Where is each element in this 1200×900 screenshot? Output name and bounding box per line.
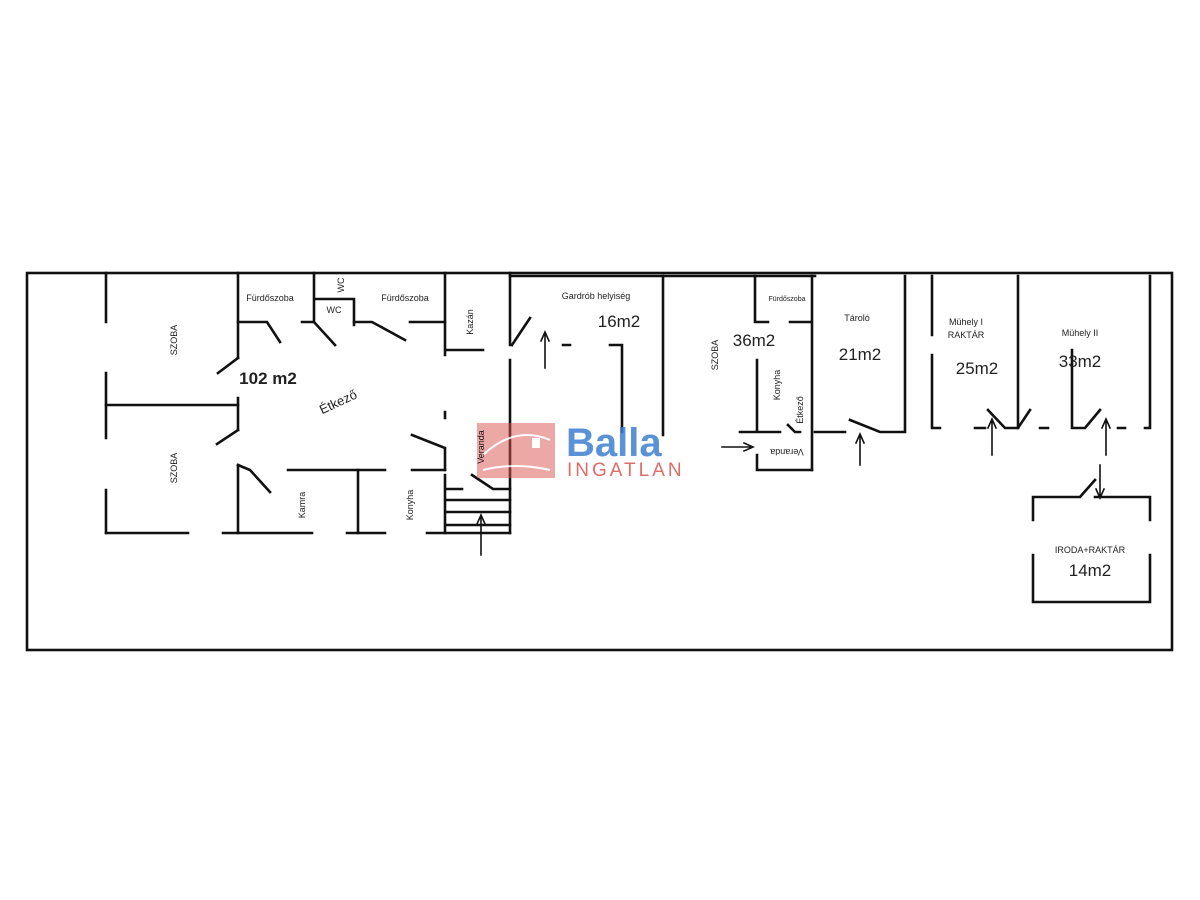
room-label-kazan: Kazán	[465, 309, 475, 335]
room-label-etkezo: Étkező	[317, 387, 359, 417]
main-house-walls	[104, 271, 512, 535]
room-label-szoba: SZOBA	[710, 340, 720, 371]
area-label-iroda: 14m2	[1069, 561, 1112, 580]
room-label-veranda: Veranda	[770, 447, 804, 457]
watermark-sub: INGATLAN	[567, 460, 685, 481]
area-label-muhely-1: 25m2	[956, 359, 999, 378]
room-label-tarolo: Tároló	[844, 313, 870, 323]
room-label-muhely-1: Mühely I	[949, 317, 983, 327]
area-label-apartment: 36m2	[733, 331, 776, 350]
room-label-konyha: Konyha	[772, 370, 782, 401]
area-label-tarolo: 21m2	[839, 345, 882, 364]
watermark-brand: Balla	[566, 421, 662, 465]
room-label-etkezo: Étkező	[795, 396, 805, 424]
room-label-furdoszoba: Fürdőszoba	[381, 293, 429, 303]
room-label-gardrob: Gardrób helyiség	[562, 291, 631, 301]
room-label-veranda: Veranda	[476, 430, 486, 464]
room-label-muhely-2: Mühely II	[1062, 328, 1099, 338]
area-label-main-house: 102 m2	[239, 369, 297, 388]
room-label-furdoszoba: Fürdőszoba	[769, 296, 806, 303]
room-label-furdoszoba: Fürdőszoba	[246, 293, 294, 303]
room-label-iroda-raktar: IRODA+RAKTÁR	[1055, 545, 1126, 555]
room-label-szoba: SZOBA	[169, 453, 179, 484]
room-label-wc: WC	[336, 277, 346, 292]
room-label-konyha: Konyha	[405, 490, 415, 521]
area-label-gardrob: 16m2	[598, 312, 641, 331]
room-label-szoba: SZOBA	[169, 325, 179, 356]
entrance-arrows	[475, 330, 1112, 556]
room-label-raktar: RAKTÁR	[948, 330, 985, 340]
balla-ingatlan-watermark: Balla INGATLAN	[477, 421, 685, 481]
outbuilding-walls	[508, 274, 1152, 604]
room-label-wc: WC	[327, 305, 342, 315]
property-boundary	[25, 271, 1174, 652]
room-label-kamra: Kamra	[297, 492, 307, 519]
area-label-muhely-2: 33m2	[1059, 352, 1102, 371]
